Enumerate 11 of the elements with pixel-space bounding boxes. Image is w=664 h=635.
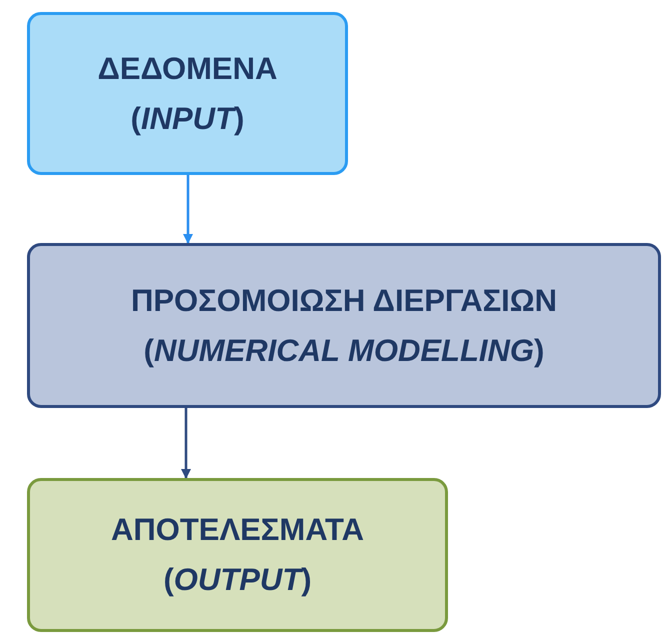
arrow	[183, 175, 193, 244]
box-subtitle: (OUTPUT)	[163, 562, 312, 598]
process-box	[27, 478, 448, 632]
box-title: ΠΡΟΣΟΜΟΙΩΣΗ ΔΙΕΡΓΑΣΙΩΝ	[130, 282, 558, 318]
arrow	[181, 408, 191, 479]
process-box	[27, 12, 348, 175]
process-box	[27, 243, 661, 408]
box-title: ΔΕΔΟΜΕΝΑ	[98, 50, 278, 86]
box-subtitle: (NUMERICAL MODELLING)	[144, 332, 544, 368]
box-subtitle: (INPUT)	[130, 100, 244, 136]
box-title: ΑΠΟΤΕΛΕΣΜΑΤΑ	[110, 512, 364, 548]
